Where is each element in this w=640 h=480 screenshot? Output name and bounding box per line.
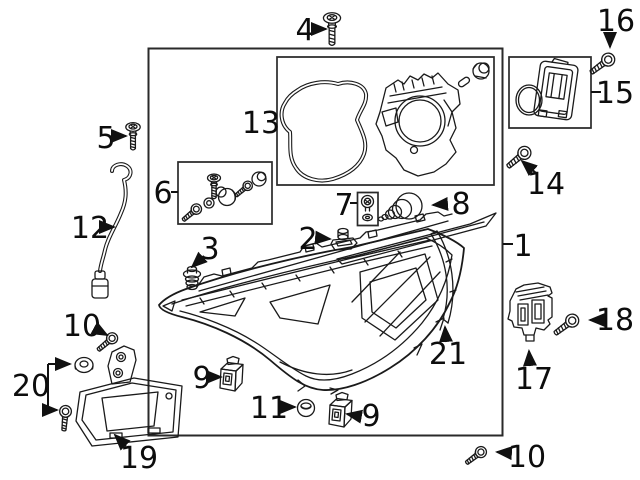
callout-17[interactable]: 17	[515, 349, 553, 397]
part-number-label[interactable]: 11	[250, 391, 288, 426]
callout-19[interactable]: 19	[113, 433, 158, 476]
callout-7[interactable]: 7	[334, 188, 357, 223]
leader-arrow	[314, 230, 332, 245]
part-number-label[interactable]: 15	[596, 76, 634, 111]
bracket-icon	[508, 283, 552, 341]
callout-11[interactable]: 11	[250, 391, 297, 426]
part-number-label[interactable]: 16	[597, 4, 635, 39]
callout-10-bottom[interactable]: 10	[495, 440, 546, 475]
grommet-clip-icon	[298, 400, 315, 417]
callout-5[interactable]: 5	[96, 121, 128, 156]
part-number-label[interactable]: 3	[200, 232, 219, 267]
leader-arrow	[495, 446, 513, 461]
mounting-bracket-icon	[76, 346, 182, 446]
leader-arrow	[523, 349, 537, 367]
leader-arrow	[520, 159, 538, 177]
bolt-icon	[550, 310, 582, 340]
part-number-label[interactable]: 4	[295, 13, 314, 48]
part-number-label[interactable]: 13	[242, 106, 280, 141]
rear-housing-icon	[376, 73, 460, 176]
bolt-icon	[57, 404, 73, 432]
part-number-label[interactable]: 17	[515, 362, 553, 397]
part-number-label[interactable]: 21	[429, 337, 467, 372]
bolt-icon	[462, 443, 490, 469]
callout-9-left[interactable]: 9	[192, 361, 223, 396]
housing-seal-icon	[282, 82, 367, 180]
leader-arrow	[113, 433, 131, 451]
callout-10-mid[interactable]: 10	[63, 309, 109, 344]
callout-18[interactable]: 18	[588, 303, 634, 338]
part-number-label[interactable]: 9	[192, 361, 211, 396]
flange-nut-icon	[75, 358, 93, 373]
part-number-label[interactable]: 10	[508, 440, 546, 475]
callout-16[interactable]: 16	[597, 4, 635, 49]
callout-13[interactable]: 13	[242, 106, 280, 141]
hardware-kit-icon	[179, 172, 266, 225]
kit-box-7	[358, 193, 379, 226]
part-number-label[interactable]: 14	[527, 167, 565, 202]
part-number-label[interactable]: 18	[596, 303, 634, 338]
screw-icon	[322, 12, 342, 46]
callout-2[interactable]: 2	[298, 222, 332, 257]
leader-arrow	[90, 321, 109, 336]
leader-arrow	[431, 196, 449, 211]
retainer-clip-icon	[328, 391, 353, 428]
led-module-icon	[516, 57, 579, 121]
leader-arrow	[190, 251, 208, 269]
assembly-box-1	[149, 49, 503, 436]
trim-strip-icon	[431, 231, 456, 323]
part-number-label[interactable]: 2	[298, 222, 317, 257]
adjust-screw-icon	[362, 196, 374, 221]
callout-4[interactable]: 4	[295, 13, 328, 48]
part-number-label[interactable]: 7	[334, 188, 353, 223]
leader-arrow	[439, 325, 453, 343]
callout-6[interactable]: 6	[153, 176, 178, 211]
wiring-harness-icon	[92, 164, 131, 298]
part-number-label[interactable]: 9	[361, 399, 380, 434]
part-number-label[interactable]: 10	[63, 309, 101, 344]
callout-14[interactable]: 14	[520, 159, 565, 202]
part-number-label[interactable]: 1	[513, 229, 532, 264]
part-number-label[interactable]: 5	[96, 121, 115, 156]
bulb-cap-icon	[457, 63, 489, 88]
callout-9-right[interactable]: 9	[345, 399, 381, 434]
headlamp-lens-drawing	[159, 212, 496, 394]
screw-icon	[125, 122, 141, 151]
callout-21[interactable]: 21	[429, 325, 467, 372]
callout-15[interactable]: 15	[591, 76, 634, 111]
callout-20[interactable]: 20	[12, 357, 72, 417]
part-number-label[interactable]: 8	[451, 187, 470, 222]
leader-arrow	[345, 409, 364, 424]
retainer-clip-icon	[219, 355, 244, 392]
callout-3[interactable]: 3	[190, 232, 220, 269]
bulb-socket-icon	[379, 193, 426, 222]
callout-1[interactable]: 1	[503, 229, 533, 264]
part-number-label[interactable]: 12	[71, 211, 109, 246]
callout-12[interactable]: 12	[71, 211, 116, 246]
callout-8[interactable]: 8	[431, 187, 471, 222]
kit-box-13	[277, 57, 494, 185]
part-number-label[interactable]: 20	[12, 369, 50, 404]
part-number-label[interactable]: 6	[153, 176, 172, 211]
